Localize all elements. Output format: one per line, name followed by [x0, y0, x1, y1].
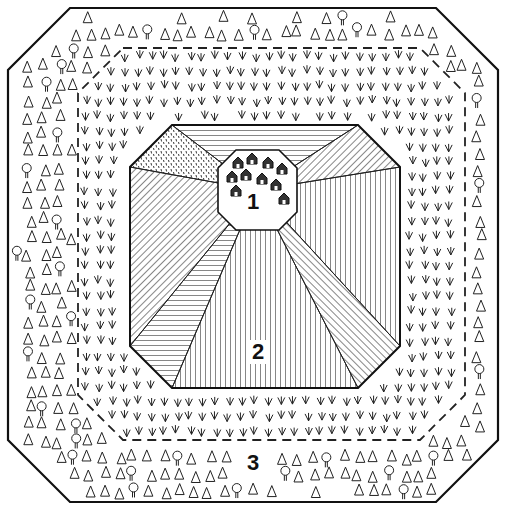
dashed-boundary: [78, 48, 465, 440]
zone-number: 3: [243, 451, 263, 475]
village-ground: [218, 150, 297, 230]
field-sectors: [130, 125, 400, 388]
land-use-zone: 321: [8, 8, 498, 502]
land-use-zone: 21: [130, 125, 400, 388]
land-use-zone: 1: [218, 150, 297, 230]
zone-number: 1: [243, 190, 263, 214]
grass-tufts: [81, 50, 456, 437]
zone-number: 2: [248, 340, 268, 364]
zone-outline: [8, 8, 498, 502]
forest-trees: [12, 10, 486, 499]
